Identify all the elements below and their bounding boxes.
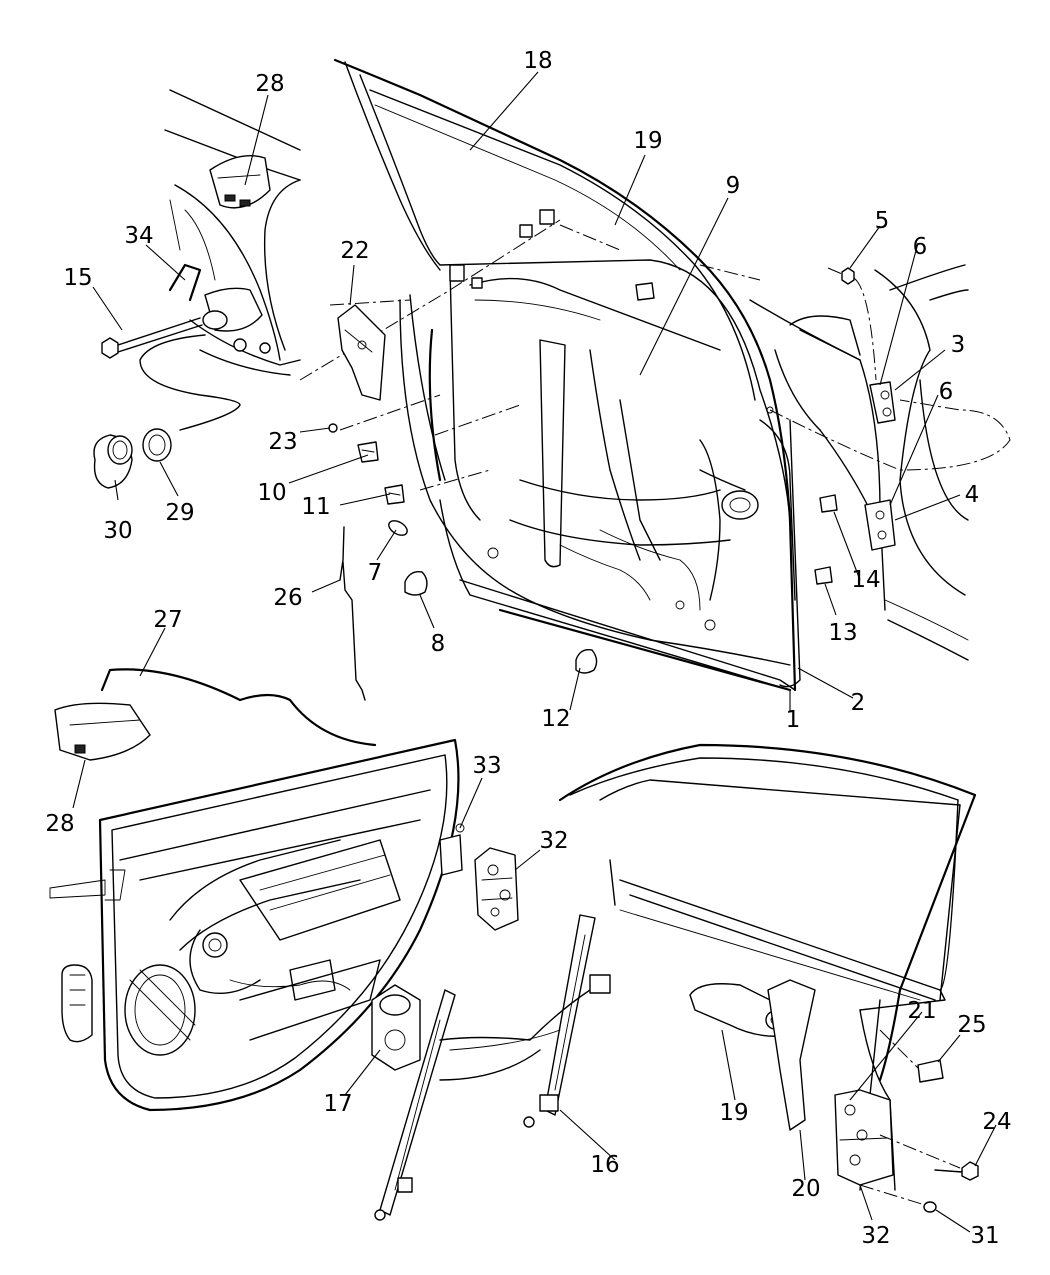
callout-15: 15	[63, 265, 92, 291]
callout-27: 27	[153, 607, 182, 633]
callout-33: 33	[472, 753, 501, 779]
outer-door-skin	[558, 743, 979, 1213]
callout-6a: 6	[913, 234, 928, 260]
callout-17: 17	[323, 1091, 352, 1117]
lock-cylinder-assembly	[93, 89, 301, 489]
door-trim-panel	[49, 702, 465, 1112]
retainer-clips	[357, 441, 838, 585]
screw-23	[328, 423, 338, 433]
callout-26: 26	[273, 585, 302, 611]
callout-14: 14	[851, 567, 880, 593]
plug-8	[404, 571, 428, 596]
callout-2: 2	[851, 690, 866, 716]
callout-3: 3	[951, 332, 966, 358]
callout-9: 9	[726, 173, 741, 199]
door-latch-32	[474, 847, 519, 931]
callout-16: 16	[590, 1152, 619, 1178]
callout-32a: 32	[539, 828, 568, 854]
bracket-22	[337, 304, 386, 401]
callout-21: 21	[907, 998, 936, 1024]
callout-20: 20	[791, 1176, 820, 1202]
callout-10: 10	[257, 480, 286, 506]
callout-30: 30	[103, 518, 132, 544]
callout-28b: 28	[45, 811, 74, 837]
callout-8: 8	[431, 631, 446, 657]
callout-1: 1	[786, 707, 801, 733]
callout-6b: 6	[939, 379, 954, 405]
callout-24: 24	[982, 1109, 1011, 1135]
callout-22: 22	[340, 238, 369, 264]
callout-11: 11	[301, 494, 330, 520]
callout-25: 25	[957, 1012, 986, 1038]
callout-13: 13	[828, 620, 857, 646]
rod-27	[100, 668, 377, 747]
window-regulator	[371, 914, 611, 1221]
callout-4: 4	[965, 482, 980, 508]
rod-26	[339, 526, 366, 701]
callout-23: 23	[268, 429, 297, 455]
callout-28a: 28	[255, 71, 284, 97]
callout-19b: 19	[719, 1100, 748, 1126]
callout-12: 12	[541, 706, 570, 732]
callout-5: 5	[875, 208, 890, 234]
door-shell	[333, 58, 801, 692]
callout-34: 34	[124, 223, 153, 249]
callout-31: 31	[970, 1223, 999, 1249]
callout-32b: 32	[861, 1223, 890, 1249]
callout-leaders	[72, 71, 997, 1233]
callout-29: 29	[165, 500, 194, 526]
body-pillar	[749, 264, 1011, 661]
callout-18: 18	[523, 48, 552, 74]
callout-7: 7	[368, 560, 383, 586]
callout-19a: 19	[633, 128, 662, 154]
callout-labels: 1 2 3 4 5 6 6 7 8 9 10 11 12 13 14 15 16…	[45, 48, 1011, 1249]
plug-7	[388, 520, 408, 536]
clip-12	[575, 649, 598, 674]
